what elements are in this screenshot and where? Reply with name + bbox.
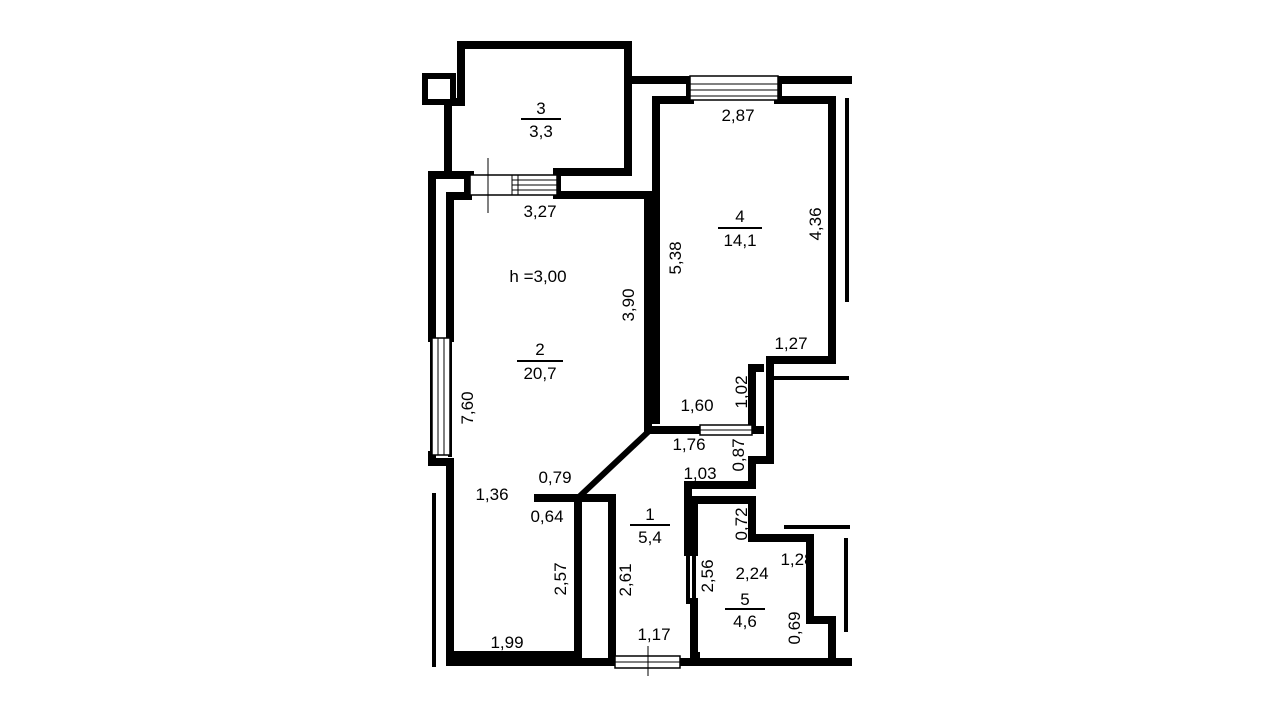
dim-1-36: 1,36 bbox=[475, 485, 508, 504]
room-1-walls bbox=[446, 427, 852, 666]
dim-0-72: 0,72 bbox=[732, 507, 751, 540]
dim-1-03: 1,03 bbox=[683, 464, 716, 483]
window-left bbox=[431, 337, 451, 456]
room-4-number: 4 bbox=[735, 207, 744, 226]
dim-0-79: 0,79 bbox=[538, 468, 571, 487]
dim-3-27: 3,27 bbox=[523, 202, 556, 221]
dim-2-57: 2,57 bbox=[551, 562, 570, 595]
room-3-label: 3 3,3 bbox=[521, 99, 561, 141]
dim-1-02: 1,02 bbox=[732, 375, 751, 408]
dim-4-36: 4,36 bbox=[806, 207, 825, 240]
room-3-area: 3,3 bbox=[529, 122, 553, 141]
room-1-area: 5,4 bbox=[638, 528, 662, 547]
dim-1-60: 1,60 bbox=[680, 396, 713, 415]
dim-1-27: 1,27 bbox=[774, 334, 807, 353]
dim-0-64: 0,64 bbox=[530, 507, 563, 526]
dim-1-28: 1,28 bbox=[780, 550, 813, 569]
room-5-label: 5 4,6 bbox=[725, 590, 765, 631]
dim-7-60: 7,60 bbox=[458, 391, 477, 424]
dim-0-69: 0,69 bbox=[785, 611, 804, 644]
room-4-area: 14,1 bbox=[723, 231, 756, 250]
dim-5-38: 5,38 bbox=[666, 241, 685, 274]
room-5-area: 4,6 bbox=[733, 612, 757, 631]
window-top bbox=[689, 75, 779, 101]
room-2-label: 2 20,7 bbox=[517, 340, 563, 383]
room-2-area: 20,7 bbox=[523, 364, 556, 383]
dim-0-87: 0,87 bbox=[729, 438, 748, 471]
dim-2-24: 2,24 bbox=[735, 564, 768, 583]
dim-1-17: 1,17 bbox=[637, 625, 670, 644]
dim-1-99: 1,99 bbox=[490, 633, 523, 652]
passage-corridor bbox=[699, 424, 753, 436]
dim-1-76: 1,76 bbox=[672, 435, 705, 454]
room-3-number: 3 bbox=[536, 99, 545, 118]
room-5-walls bbox=[686, 496, 836, 666]
dim-2-56: 2,56 bbox=[698, 559, 717, 592]
room-2-number: 2 bbox=[535, 340, 544, 359]
outer-wall-right bbox=[768, 98, 850, 632]
window-balcony-door bbox=[469, 158, 558, 213]
room-1-number: 1 bbox=[645, 505, 654, 524]
dim-2-61: 2,61 bbox=[616, 563, 635, 596]
dim-2-87: 2,87 bbox=[721, 106, 754, 125]
room-1-label: 1 5,4 bbox=[630, 505, 670, 547]
window-bottom bbox=[614, 646, 681, 676]
room-5-number: 5 bbox=[740, 590, 749, 609]
ceiling-height-label: h =3,00 bbox=[509, 267, 566, 286]
room-4-label: 4 14,1 bbox=[718, 207, 762, 250]
room-4-walls bbox=[644, 76, 852, 556]
dim-3-90: 3,90 bbox=[619, 288, 638, 321]
dimension-labels: 2,87 3,27 1,27 1,60 1,76 1,03 0,79 1,36 … bbox=[458, 106, 825, 652]
